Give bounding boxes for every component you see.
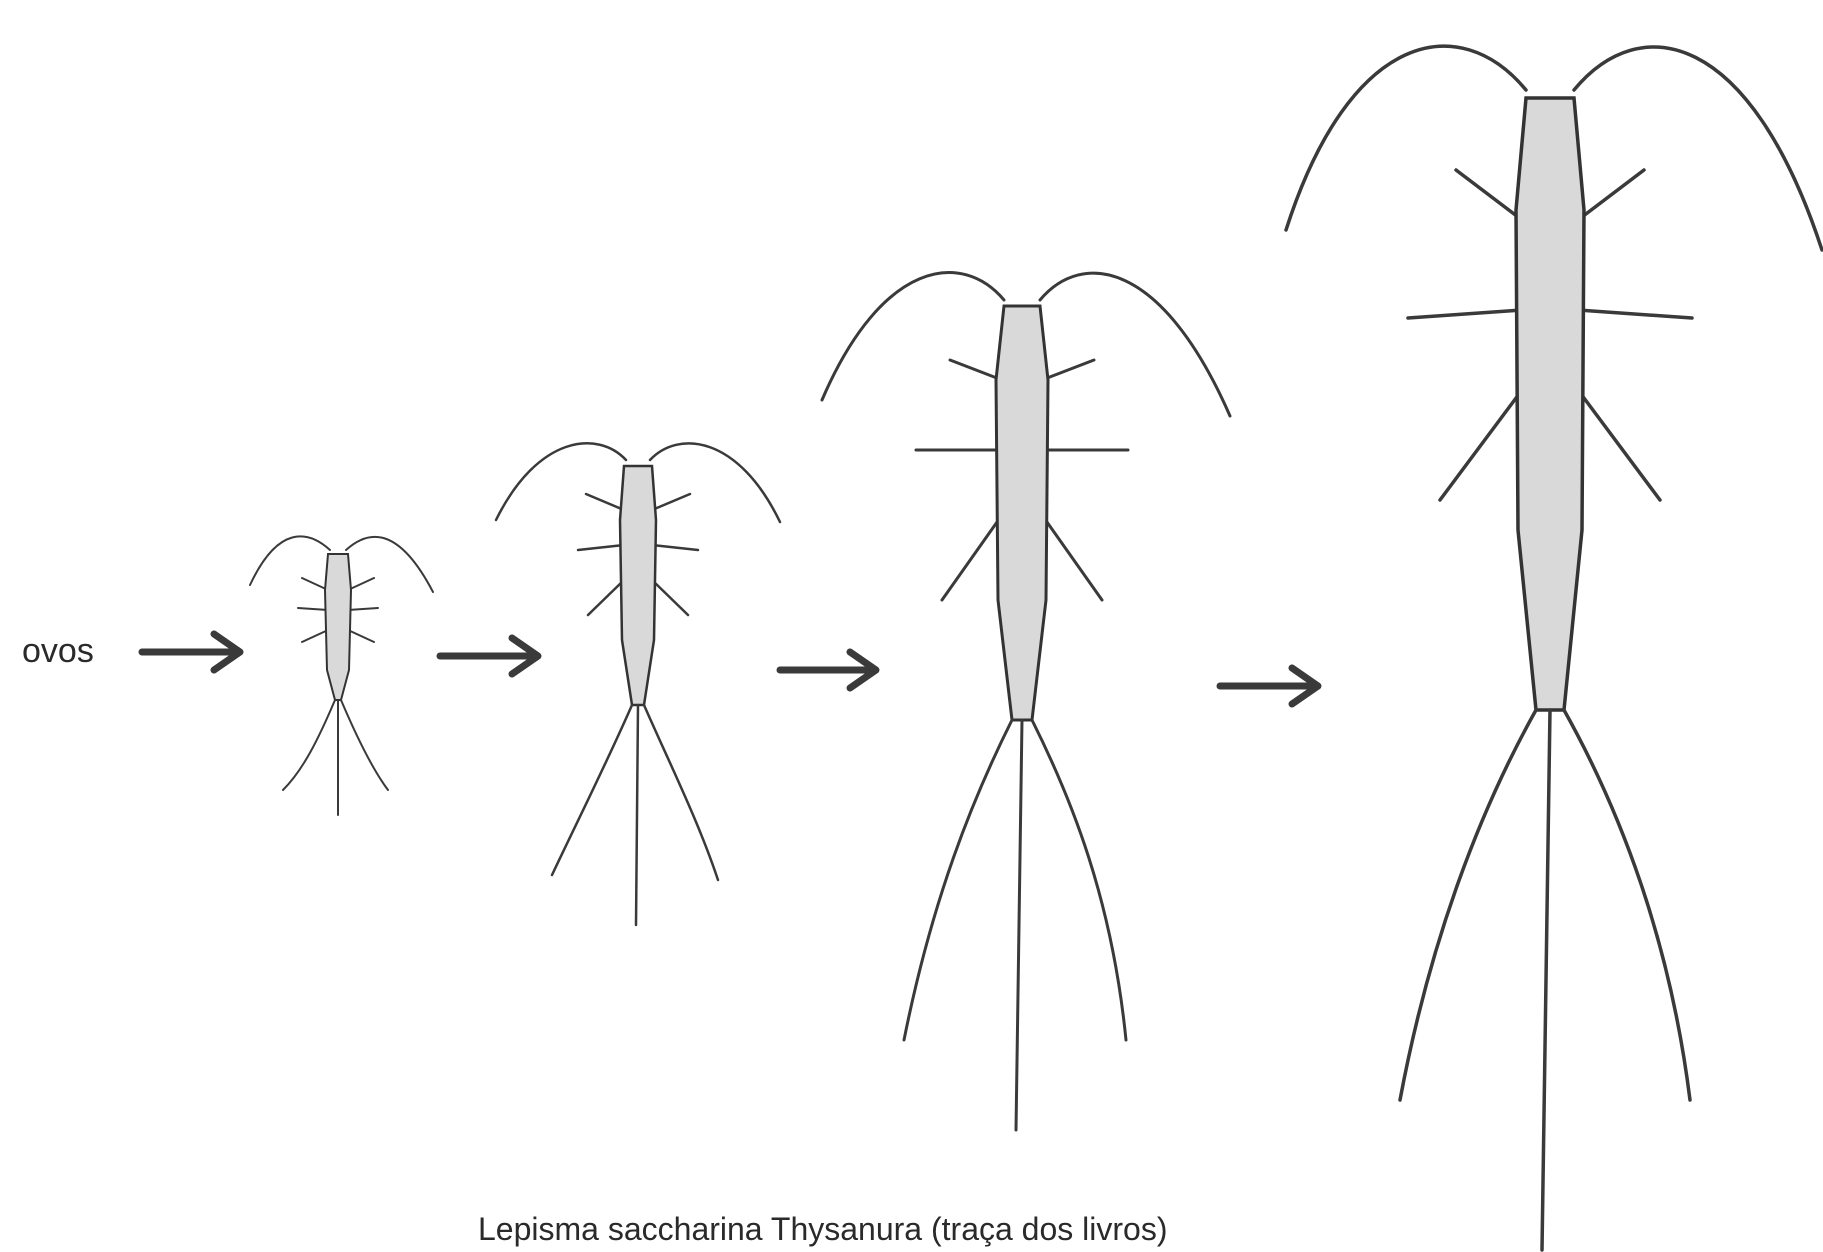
silverfish-stage-2 <box>496 443 780 925</box>
silverfish-stage-1 <box>250 536 433 815</box>
silverfish-stage-4 <box>1286 46 1822 1250</box>
arrow-3 <box>780 652 876 688</box>
silverfish-stage-3 <box>822 273 1230 1130</box>
arrow-4 <box>1220 668 1318 704</box>
species-caption: Lepisma saccharina Thysanura (traça dos … <box>478 1211 1167 1247</box>
arrow-2 <box>440 638 538 674</box>
arrow-1 <box>142 634 240 670</box>
eggs-label: ovos <box>22 632 94 670</box>
